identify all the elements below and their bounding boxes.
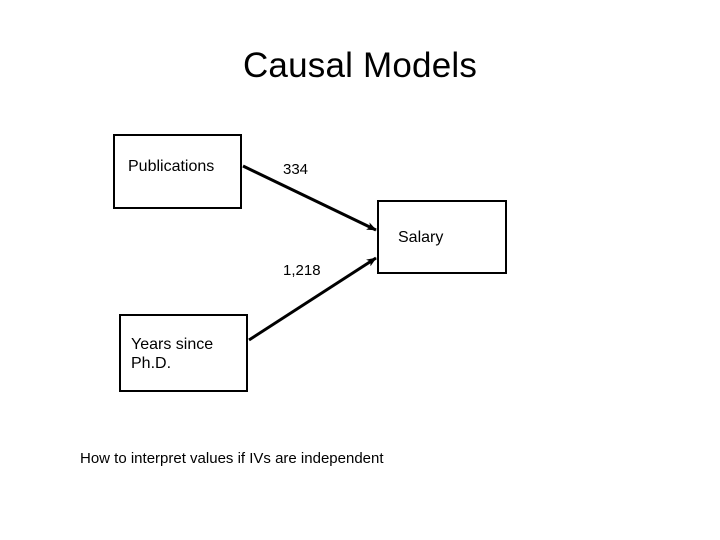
- edge-label-publications-to-salary: 334: [283, 161, 309, 178]
- edge-publications-to-salary: [242, 164, 377, 232]
- node-label-years-since-phd: Years since Ph.D.: [131, 336, 214, 372]
- node-box-publications[interactable]: [113, 134, 242, 209]
- node-label-salary: Salary: [398, 229, 444, 246]
- slide-caption: How to interpret values if IVs are indep…: [80, 450, 384, 467]
- node-box-years-since-phd[interactable]: [119, 314, 248, 392]
- page-title: Causal Models: [242, 46, 478, 85]
- edge-label-years-to-salary: 1,218: [283, 262, 321, 279]
- node-label-publications: Publications: [128, 158, 215, 175]
- node-box-salary[interactable]: [377, 200, 507, 274]
